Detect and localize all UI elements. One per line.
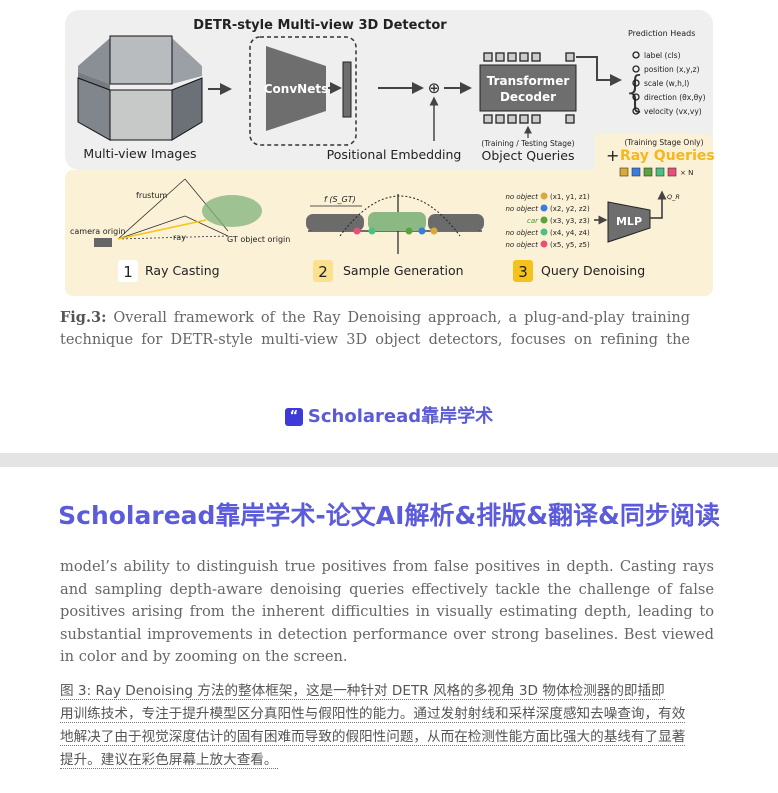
translation-line[interactable]: 用训练技术，专注于提升模型区分真阳性与假阳性的能力。通过发射射线和采样深度感知去… (60, 706, 686, 723)
svg-text:1: 1 (123, 263, 133, 281)
svg-text:(x3, y3, z3): (x3, y3, z3) (550, 217, 590, 225)
svg-text:label (cls): label (cls) (644, 51, 681, 60)
convnets-label: ConvNets (264, 82, 328, 96)
svg-text:Query Denoising: Query Denoising (541, 263, 645, 278)
svg-text:(x1, y1, z1): (x1, y1, z1) (550, 193, 590, 201)
svg-text:+: + (606, 146, 619, 165)
logo-text: Scholaread靠岸学术 (307, 406, 494, 427)
svg-text:× N: × N (680, 169, 693, 177)
body-paragraph: model’s ability to distinguish true posi… (60, 556, 714, 669)
svg-text:no object: no object (505, 229, 538, 237)
svg-text:no object: no object (505, 205, 538, 213)
svg-text:frustum: frustum (136, 191, 168, 200)
ray-queries-label: Ray Queries (620, 148, 715, 164)
step-labels: 1 Ray Casting 2 Sample Generation 3 Quer… (118, 260, 645, 282)
sample-generation-diagram (306, 194, 484, 254)
quote-icon: “ (284, 408, 303, 426)
translation-line[interactable]: 提升。建议在彩色屏幕上放大查看。 (60, 752, 278, 769)
svg-text:Q_R: Q_R (667, 193, 680, 201)
figure-caption-line: technique for DETR-style multi-view 3D o… (60, 332, 690, 348)
body-line: positives arising from the inherent diff… (60, 603, 714, 620)
svg-text:3: 3 (518, 263, 528, 281)
object-queries-label: Object Queries (482, 148, 575, 163)
svg-text:position (x,y,z): position (x,y,z) (644, 65, 700, 74)
svg-text:car: car (527, 217, 539, 225)
sample-list: no object (x1, y1, z1) no object (x2, y2, … (505, 192, 590, 249)
body-line: in color and by zooming on the screen. (60, 648, 348, 665)
figure-title: DETR-style Multi-view 3D Detector (193, 18, 447, 33)
training-only-note: (Training Stage Only) (624, 138, 703, 147)
backbone-box (249, 36, 357, 146)
framework-figure: DETR-style Multi-view 3D Detector Multi-… (65, 10, 715, 296)
svg-text:ray: ray (173, 233, 186, 242)
svg-text:f (S_GT): f (S_GT) (324, 195, 356, 204)
svg-text:scale (w,h,l): scale (w,h,l) (644, 79, 689, 88)
translation-line[interactable]: 地解决了由于视觉深度估计的固有困难而导致的假阳性问题，从而在检测性能方面比强大的… (60, 729, 686, 746)
svg-text:GT object origin: GT object origin (227, 235, 290, 244)
svg-text:(x2, y2, z2): (x2, y2, z2) (550, 205, 590, 213)
ray-query-tokens: × N (619, 167, 693, 177)
decoder-label: Decoder (500, 90, 556, 104)
decoder-label: Transformer (487, 74, 570, 88)
positional-embedding-label: Positional Embedding (327, 147, 462, 162)
prediction-heads-title: Prediction Heads (628, 29, 695, 38)
multiview-images (77, 35, 203, 141)
detector-panel (65, 10, 713, 170)
svg-text:no object: no object (505, 241, 538, 249)
prediction-heads-list: label (cls) position (x,y,z) scale (w,h,… (632, 51, 706, 116)
body-line: and sampling depth-aware denoising queri… (60, 580, 714, 598)
svg-text:(x4, y4, z4): (x4, y4, z4) (550, 229, 590, 237)
section-divider (0, 453, 778, 467)
svg-text:direction (θx,θy): direction (θx,θy) (644, 93, 706, 102)
svg-text:MLP: MLP (616, 215, 642, 228)
scholaread-logo[interactable]: “Scholaread靠岸学术 (0, 402, 778, 428)
mlp-block (607, 201, 651, 243)
convnets-block (266, 46, 326, 131)
body-line: substantial improvements in detection pe… (60, 625, 714, 643)
svg-text:camera origin: camera origin (70, 227, 126, 236)
figure-number: Fig.3: (60, 309, 107, 326)
caption-text: Overall framework of the Ray Denoising a… (113, 310, 690, 326)
body-line: model’s ability to distinguish true posi… (60, 558, 714, 575)
add-symbol: ⊕ (428, 79, 441, 97)
banner-title: Scholaread靠岸学术-论文AI解析&排版&翻译&同步阅读 (58, 501, 720, 530)
svg-text:velocity (vx,vy): velocity (vx,vy) (644, 107, 702, 116)
multiview-label: Multi-view Images (83, 146, 196, 161)
svg-text:Ray Casting: Ray Casting (145, 263, 220, 278)
figure-caption-line: Fig.3: Overall framework of the Ray Deno… (60, 307, 690, 329)
svg-text:2: 2 (318, 263, 328, 281)
svg-text:Sample Generation: Sample Generation (343, 263, 464, 278)
stage-note: (Training / Testing Stage) (481, 139, 574, 148)
translation-line[interactable]: 图 3: Ray Denoising 方法的整体框架，这是一种针对 DETR 风… (60, 683, 665, 700)
translation-block: 图 3: Ray Denoising 方法的整体框架，这是一种针对 DETR 风… (60, 680, 720, 772)
svg-text:no object: no object (505, 193, 538, 201)
gt-car (202, 195, 262, 227)
camera-icon (94, 238, 112, 247)
transformer-decoder (479, 64, 577, 112)
svg-text:(x5, y5, z5): (x5, y5, z5) (550, 241, 590, 249)
query-tokens (483, 52, 575, 124)
